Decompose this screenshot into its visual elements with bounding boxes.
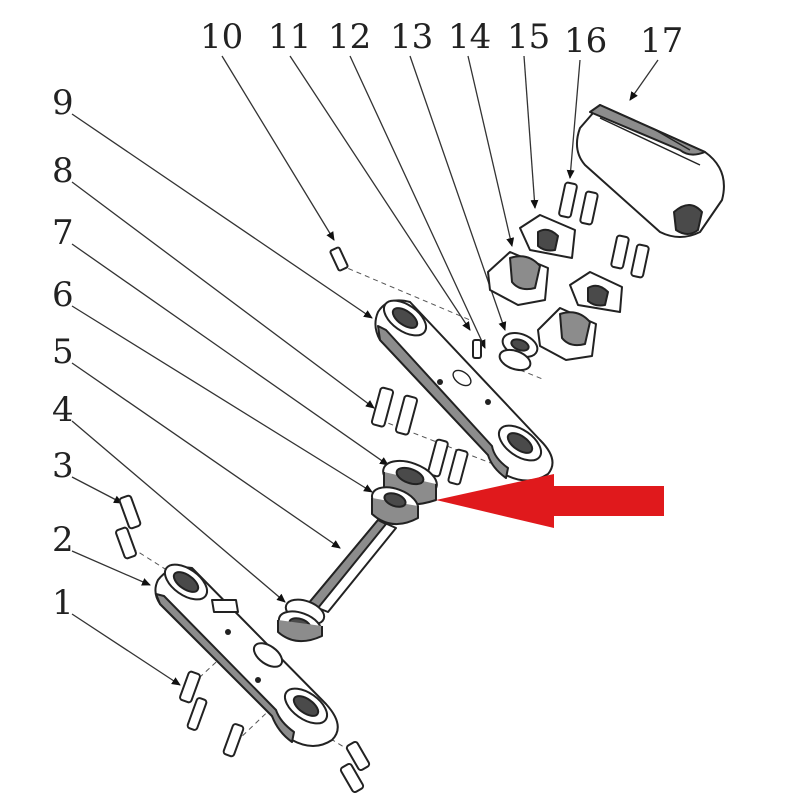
callout-10: 10 [200,17,243,57]
leader-6 [71,305,373,493]
leader-1 [71,613,181,686]
callout-11: 11 [268,17,311,57]
callout-2: 2 [52,520,74,560]
leader-17 [629,59,659,101]
callout-1: 1 [52,583,74,623]
callout-17: 17 [640,21,683,61]
leader-7 [71,243,389,466]
red-arrow-icon [436,474,664,528]
stem-nut-bearing [371,459,438,525]
callout-6: 6 [52,275,74,315]
risers [487,251,597,361]
callout-8: 8 [52,151,74,191]
callout-14: 14 [448,17,491,57]
callout-4: 4 [52,390,74,430]
leader-10 [221,55,335,241]
callout-16: 16 [564,21,607,61]
leader-12 [349,55,486,349]
lower-triple-clamp [154,563,339,747]
handlebar-pad [575,104,725,238]
leader-15 [523,55,539,209]
callout-15: 15 [507,17,550,57]
bolts-part-1 [179,670,371,794]
callout-7: 7 [52,213,74,253]
clamp-bolts [558,181,650,279]
leader-11 [289,55,471,331]
pinch-bolts-upper [370,386,469,486]
callout-13: 13 [390,17,433,57]
leader-16 [566,59,581,179]
callout-9: 9 [52,83,74,123]
lower-bearing [277,610,323,643]
leader-8 [71,181,375,409]
leader-9 [71,113,373,319]
leader-2 [71,550,151,586]
callout-12: 12 [328,17,371,57]
small-screws [329,246,482,359]
leader-4 [71,420,286,603]
leader-5 [71,362,341,549]
upper-triple-clamp [374,299,554,482]
bushings [498,331,539,372]
leader-14 [467,55,515,247]
callout-5: 5 [52,332,74,372]
callout-3: 3 [52,446,74,486]
upper-clamps [519,214,623,313]
leader-3 [71,476,123,504]
bolts-part-3 [115,494,142,560]
